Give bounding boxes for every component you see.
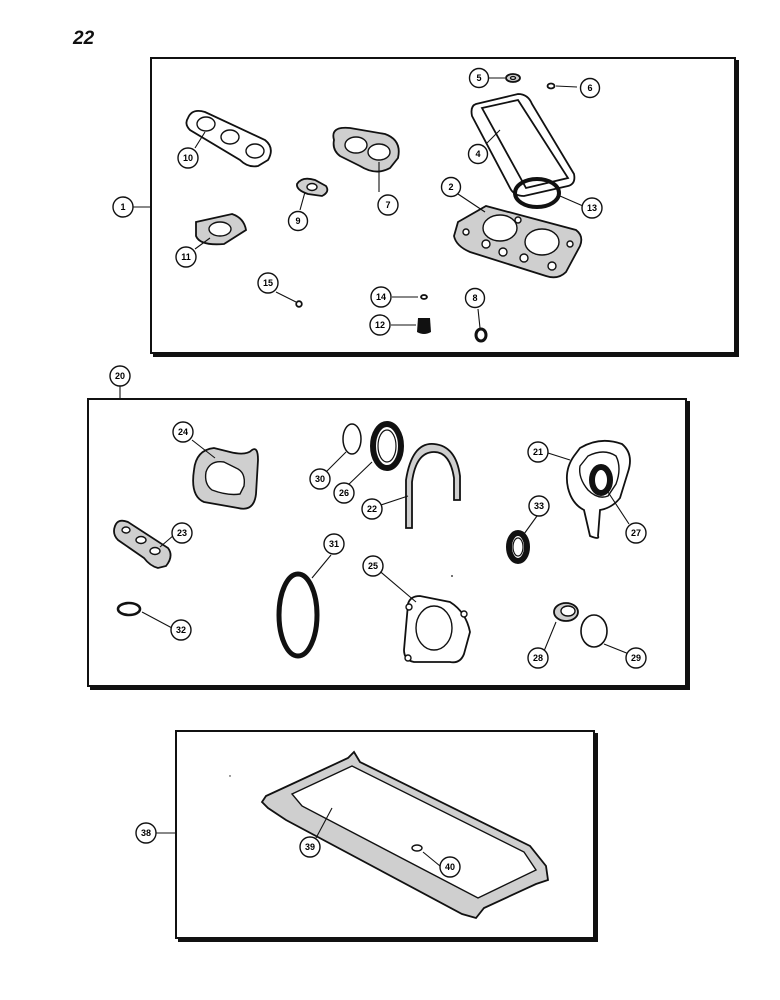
ring-part-40 bbox=[411, 844, 423, 852]
seal-part-27 bbox=[589, 464, 613, 496]
svg-text:32: 32 bbox=[176, 625, 186, 635]
svg-text:33: 33 bbox=[534, 501, 544, 511]
svg-text:7: 7 bbox=[385, 200, 390, 210]
svg-text:24: 24 bbox=[178, 427, 188, 437]
callout-23: 23 bbox=[171, 522, 193, 544]
svg-text:31: 31 bbox=[329, 539, 339, 549]
callout-30: 30 bbox=[309, 468, 331, 490]
svg-text:6: 6 bbox=[587, 83, 592, 93]
callout-26: 26 bbox=[333, 482, 355, 504]
callout-7: 7 bbox=[377, 194, 399, 216]
svg-text:15: 15 bbox=[263, 278, 273, 288]
callout-20: 20 bbox=[109, 365, 131, 387]
svg-text:13: 13 bbox=[587, 203, 597, 213]
page-number: 22 bbox=[73, 28, 95, 49]
ring-part-14 bbox=[420, 294, 428, 300]
callout-11: 11 bbox=[175, 246, 197, 268]
svg-text:27: 27 bbox=[631, 528, 641, 538]
seal-part-15 bbox=[295, 300, 303, 308]
callout-40: 40 bbox=[439, 856, 461, 878]
svg-text:11: 11 bbox=[181, 252, 191, 262]
callout-33: 33 bbox=[528, 495, 550, 517]
oil-pan-gasket-part-39 bbox=[260, 750, 549, 920]
svg-text:40: 40 bbox=[445, 862, 455, 872]
washer-part-5 bbox=[505, 73, 521, 83]
svg-text:39: 39 bbox=[305, 842, 315, 852]
callout-15: 15 bbox=[257, 272, 279, 294]
flange-gasket-part-25 bbox=[403, 595, 471, 664]
washer-part-6 bbox=[546, 82, 556, 90]
svg-text:23: 23 bbox=[177, 528, 187, 538]
callout-29: 29 bbox=[625, 647, 647, 669]
svg-text:5: 5 bbox=[476, 73, 481, 83]
svg-text:38: 38 bbox=[141, 828, 151, 838]
svg-text:20: 20 bbox=[115, 371, 125, 381]
gasket-part-24 bbox=[192, 447, 259, 510]
callout-28: 28 bbox=[527, 647, 549, 669]
callout-9: 9 bbox=[287, 210, 309, 232]
callout-31: 31 bbox=[323, 533, 345, 555]
seal-part-8 bbox=[474, 327, 488, 343]
callout-22: 22 bbox=[361, 498, 383, 520]
svg-text:26: 26 bbox=[339, 488, 349, 498]
svg-text:30: 30 bbox=[315, 474, 325, 484]
svg-text:10: 10 bbox=[183, 153, 193, 163]
small-flange-gasket-part-9 bbox=[296, 177, 329, 197]
arch-gasket-part-22 bbox=[405, 443, 461, 529]
svg-text:25: 25 bbox=[368, 561, 378, 571]
callout-38: 38 bbox=[135, 822, 157, 844]
o-ring-part-32 bbox=[116, 601, 142, 617]
o-ring-part-13 bbox=[513, 177, 561, 209]
svg-text:2: 2 bbox=[448, 182, 453, 192]
callout-24: 24 bbox=[172, 421, 194, 443]
svg-text:12: 12 bbox=[375, 320, 385, 330]
manifold-gasket-part-23 bbox=[113, 519, 172, 569]
callout-13: 13 bbox=[581, 197, 603, 219]
rocker-cover-gasket-part-4 bbox=[470, 93, 576, 197]
svg-text:28: 28 bbox=[533, 653, 543, 663]
svg-text:8: 8 bbox=[472, 293, 477, 303]
callout-27: 27 bbox=[625, 522, 647, 544]
callout-6: 6 bbox=[579, 77, 601, 99]
svg-text:22: 22 bbox=[367, 504, 377, 514]
callout-21: 21 bbox=[527, 441, 549, 463]
svg-text:21: 21 bbox=[533, 447, 543, 457]
seal-part-26 bbox=[370, 421, 404, 471]
speck bbox=[229, 775, 231, 777]
callout-10: 10 bbox=[177, 147, 199, 169]
speck bbox=[451, 575, 453, 577]
svg-text:29: 29 bbox=[631, 653, 641, 663]
plug-part-12 bbox=[417, 318, 431, 334]
o-ring-part-31 bbox=[276, 571, 320, 659]
svg-text:9: 9 bbox=[295, 216, 300, 226]
callout-32: 32 bbox=[170, 619, 192, 641]
callout-12: 12 bbox=[369, 314, 391, 336]
callout-1: 1 bbox=[112, 196, 134, 218]
callout-39: 39 bbox=[299, 836, 321, 858]
callout-25: 25 bbox=[362, 555, 384, 577]
svg-text:14: 14 bbox=[376, 292, 386, 302]
o-ring-part-29 bbox=[580, 614, 608, 648]
square-gasket-part-11 bbox=[195, 213, 247, 246]
callout-5: 5 bbox=[468, 67, 490, 89]
callout-14: 14 bbox=[370, 286, 392, 308]
o-ring-part-30 bbox=[342, 423, 362, 455]
svg-text:4: 4 bbox=[475, 149, 480, 159]
upper-gasket-kit-panel bbox=[150, 57, 736, 354]
svg-text:1: 1 bbox=[120, 202, 125, 212]
manifold-gasket-part-10 bbox=[185, 109, 272, 168]
flange-gasket-part-7 bbox=[332, 126, 400, 173]
callout-4: 4 bbox=[467, 143, 489, 165]
seal-part-28 bbox=[553, 602, 579, 622]
callout-2: 2 bbox=[440, 176, 462, 198]
callout-8: 8 bbox=[464, 287, 486, 309]
head-gasket-part-2 bbox=[453, 205, 583, 279]
seal-part-33 bbox=[506, 530, 530, 564]
